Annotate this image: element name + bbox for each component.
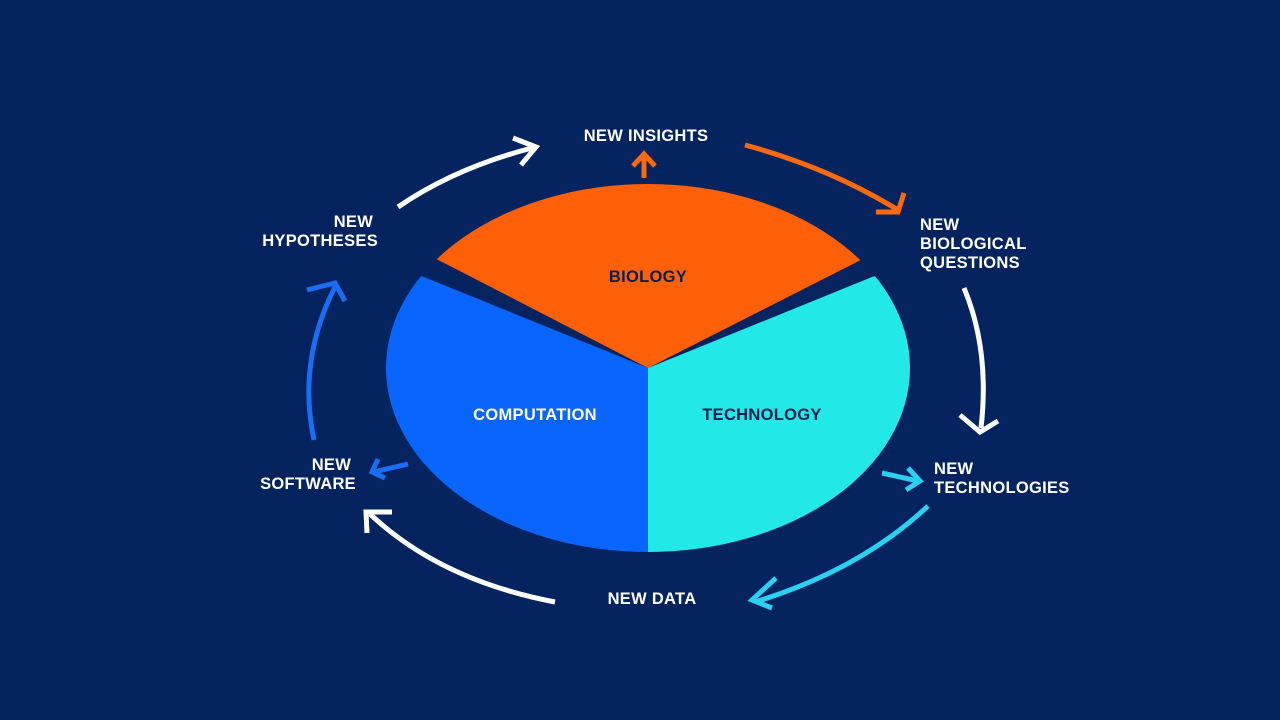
pie	[386, 184, 910, 552]
arrow-software-to-hypotheses	[306, 283, 339, 441]
arrowhead-questions-to-technologies	[958, 413, 1000, 436]
arrow-technologies-to-data	[754, 504, 930, 605]
segment-label-biology: BIOLOGY	[609, 268, 687, 286]
label-new-software: NEW SOFTWARE	[260, 456, 356, 493]
label-new-technologies: NEW TECHNOLOGIES	[934, 460, 1070, 497]
arrow-hypotheses-to-insights	[396, 145, 533, 210]
arrowhead-computation-to-software	[368, 457, 387, 481]
arrow-insights-to-questions	[744, 142, 900, 213]
arrowhead-software-to-hypotheses	[306, 280, 348, 303]
label-new-biological-questions: NEW BIOLOGICAL QUESTIONS	[920, 216, 1031, 272]
label-new-insights: NEW INSIGHTS	[584, 127, 709, 145]
arrowhead-insights-to-questions	[876, 192, 907, 215]
arrowhead-biology-to-insights	[631, 150, 657, 168]
arrow-technology-to-technologies	[881, 470, 919, 484]
arrow-data-to-software	[368, 512, 556, 605]
label-new-hypotheses: NEW HYPOTHESES	[262, 213, 378, 250]
segment-label-technology: TECHNOLOGY	[702, 406, 821, 424]
arrowhead-technologies-to-data	[747, 576, 778, 611]
arrow-computation-to-software	[373, 461, 409, 475]
arrow-questions-to-technologies	[961, 287, 986, 429]
arrowhead-technology-to-technologies	[904, 466, 924, 493]
segment-label-computation: COMPUTATION	[473, 406, 597, 424]
label-new-data: NEW DATA	[608, 590, 697, 608]
arrowhead-hypotheses-to-insights	[512, 135, 541, 167]
arrowhead-data-to-software	[363, 509, 392, 534]
